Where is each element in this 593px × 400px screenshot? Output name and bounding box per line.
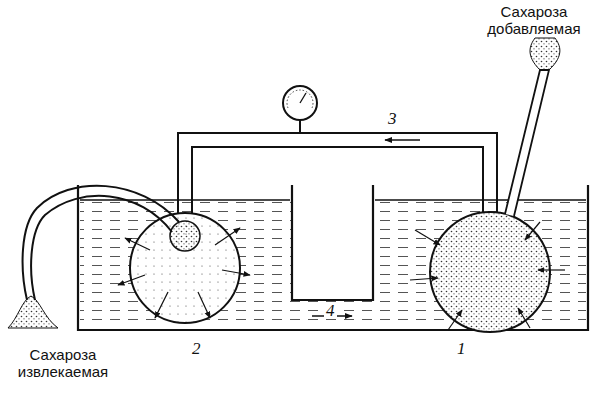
osmotic-cell <box>430 212 550 332</box>
callout-number: 2 <box>190 340 203 357</box>
pressure-gauge <box>283 86 317 120</box>
sucrose-output-label: Сахароза извлекаемая <box>4 346 122 381</box>
sucrose-pile <box>8 296 58 328</box>
sucrose-input-label: Сахароза добавляемая <box>478 3 590 38</box>
callout-number: 4 <box>324 302 337 319</box>
callout-number: 1 <box>455 340 468 357</box>
osmotic-cell <box>130 213 240 323</box>
callout-number: 3 <box>386 110 399 127</box>
vessel-divider <box>292 185 373 300</box>
